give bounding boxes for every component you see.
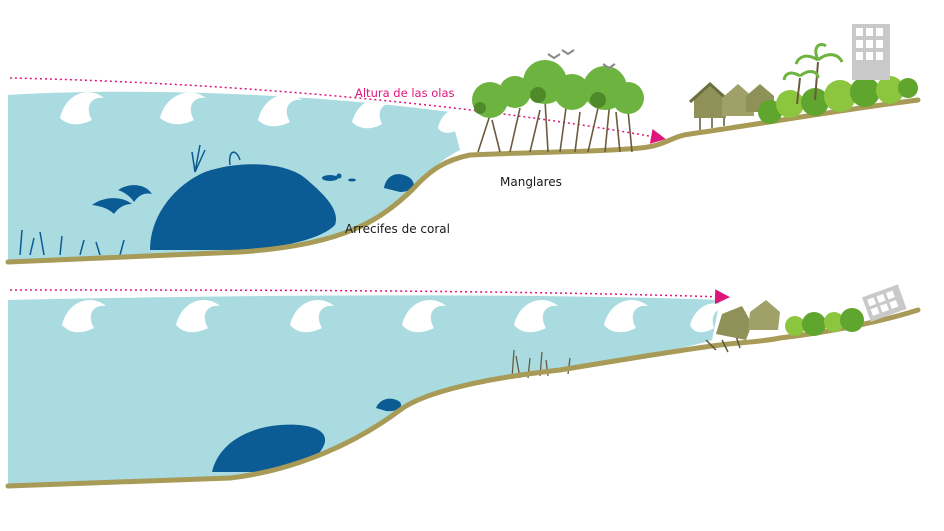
coral-reefs-label: Arrecifes de coral: [345, 222, 450, 236]
diver-icon: [322, 173, 356, 182]
bottom-panel: [5, 284, 921, 489]
wave-height-label: Altura de las olas: [355, 86, 455, 100]
waves-bottom: [62, 300, 726, 333]
fallen-building-icon: [862, 284, 907, 322]
degraded-reef-large: [212, 424, 326, 472]
sea-bottom: [8, 295, 720, 486]
seabed-bottom: [5, 307, 921, 489]
waves-top: [60, 92, 468, 133]
dolphin-icon: [92, 185, 152, 214]
coral-details-top: [19, 144, 241, 256]
stilt-house-icon: [688, 81, 774, 130]
seabed-top: [5, 97, 921, 265]
bird-icon: [547, 49, 616, 70]
palm-tree-icon: [782, 43, 844, 105]
coral-reef-small-top: [384, 174, 414, 192]
top-panel: [5, 24, 921, 265]
building-icon: [852, 24, 890, 80]
mangroves-label: Manglares: [500, 175, 562, 189]
damaged-house-icon: [705, 300, 780, 353]
degraded-reef-small: [376, 398, 402, 412]
mangroves-top: [472, 60, 644, 153]
vegetation-bottom: [785, 308, 864, 336]
wave-height-arrow-top: [9, 77, 666, 144]
vegetation-top: [758, 76, 918, 124]
coral-reef-top: [150, 164, 336, 250]
